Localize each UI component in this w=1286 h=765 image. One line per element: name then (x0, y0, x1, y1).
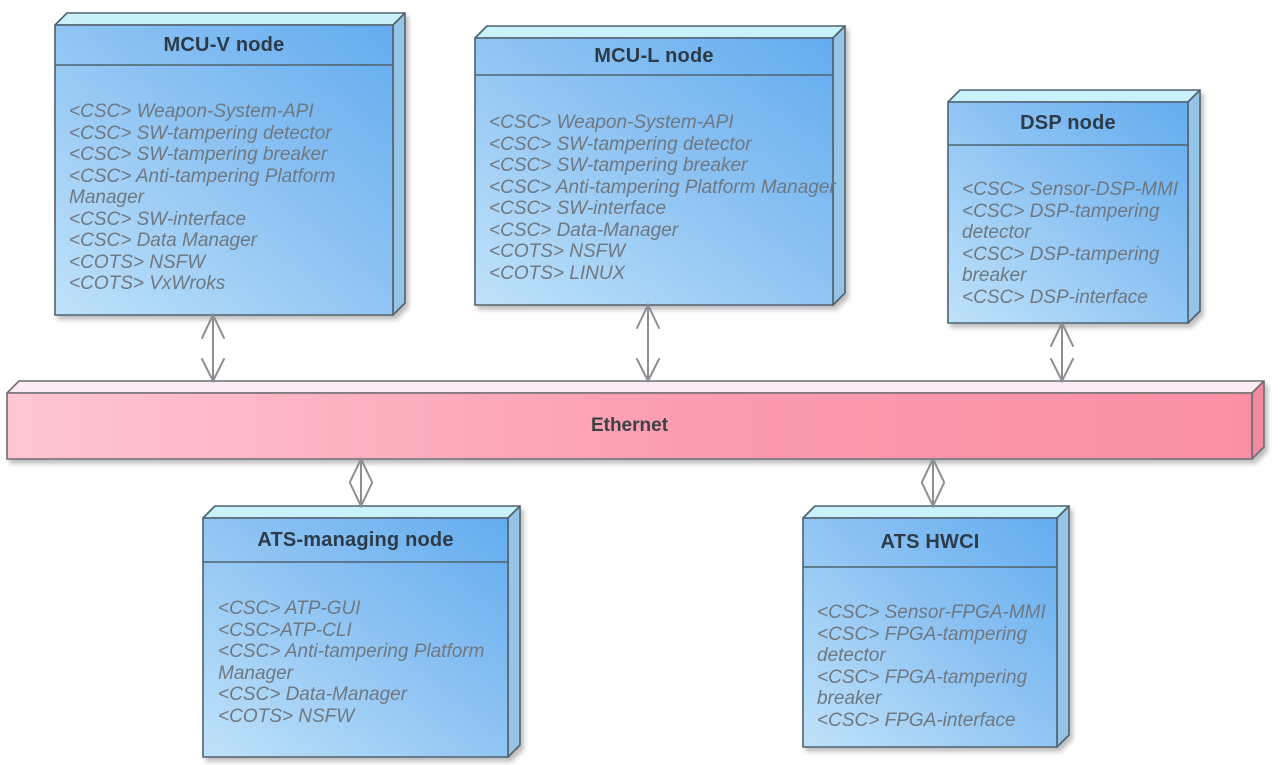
component-item: breaker (817, 688, 882, 709)
node-components-ats-managing: <CSC> ATP-GUI <CSC>ATP-CLI <CSC> Anti-ta… (218, 598, 504, 727)
node-components-dsp: <CSC> Sensor-DSP-MMI <CSC> DSP-tampering… (962, 179, 1184, 308)
node-front-face (54, 24, 394, 316)
component-item: <CSC> SW-interface (489, 198, 667, 219)
component-item: Manager (218, 662, 293, 684)
component-item: <CSC> FPGA-tampering (817, 666, 1028, 688)
component-item: <CSC> DSP-tampering (962, 243, 1160, 265)
component-item: <CSC> Sensor-DSP-MMI (962, 179, 1179, 200)
component-item: <CSC> ATP-GUI (218, 598, 361, 619)
component-item: breaker (962, 265, 1027, 286)
node-components-ats-hwci: <CSC> Sensor-FPGA-MMI <CSC> FPGA-tamperi… (817, 602, 1053, 731)
node-title-mcu-l: MCU-L node (594, 45, 714, 67)
component-item: <CSC>ATP-CLI (218, 619, 352, 641)
node-box-ats-managing (202, 505, 521, 758)
component-item: <CSC> FPGA-interface (817, 709, 1016, 731)
component-item: <CSC> Data-Manager (218, 684, 408, 705)
component-item: <CSC> DSP-interface (962, 286, 1148, 308)
node-components-mcu-l: <CSC> Weapon-System-API <CSC> SW-tamperi… (489, 112, 836, 284)
component-item: <COTS> NSFW (489, 241, 626, 262)
node-title-dsp: DSP node (1020, 112, 1116, 134)
node-top-face (202, 505, 521, 519)
node-side-face (392, 12, 406, 316)
component-item: <CSC> Data-Manager (489, 219, 679, 241)
component-item: Manager (69, 187, 144, 208)
node-top-face (474, 25, 846, 39)
component-item: <CSC> SW-tampering detector (489, 133, 752, 155)
component-item: <CSC> Sensor-FPGA-MMI (817, 602, 1046, 623)
ethernet-bus-front-face (6, 392, 1253, 460)
component-item: <CSC> Weapon-System-API (489, 112, 734, 133)
component-item: <CSC> Anti-tampering Platform (218, 641, 485, 662)
component-item: <COTS> NSFW (69, 251, 206, 273)
node-box-mcu-l (474, 25, 846, 306)
node-front-face (802, 517, 1058, 748)
component-item: <CSC> Weapon-System-API (69, 101, 314, 122)
connector-ethernet-ats-managing-arrow (349, 456, 373, 509)
ethernet-bus-side-face (1251, 380, 1265, 460)
component-item: <CSC> Data Manager (69, 230, 257, 251)
node-front-face (474, 37, 834, 306)
ethernet-bus-label: Ethernet (590, 415, 669, 436)
node-side-face (507, 505, 521, 758)
node-box-ats-hwci (802, 505, 1070, 748)
node-top-face (947, 89, 1201, 103)
component-item: <CSC> DSP-tampering (962, 200, 1160, 222)
ethernet-bus-box (6, 380, 1265, 460)
ethernet-bus-top-face (6, 380, 1265, 394)
connector-dsp-ethernet-arrow (1050, 320, 1074, 384)
node-box-dsp (947, 89, 1201, 324)
component-item: <CSC> Anti-tampering Platform (69, 165, 336, 187)
component-item: detector (817, 645, 886, 666)
node-box-mcu-v (54, 12, 406, 316)
node-title-ats-hwci: ATS HWCI (880, 531, 980, 553)
connector-mcu-l-ethernet-arrow (636, 302, 660, 384)
connector-mcu-v-ethernet-arrow (201, 312, 225, 384)
connector-ethernet-ats-hwci-arrow (921, 456, 945, 509)
component-item: <CSC> FPGA-tampering (817, 623, 1028, 645)
component-item: <CSC> SW-tampering detector (69, 122, 332, 144)
component-item: <CSC> SW-interface (69, 208, 247, 230)
node-top-face (802, 505, 1070, 519)
node-side-face (832, 25, 846, 306)
component-item: <COTS> VxWroks (69, 273, 226, 294)
node-title-mcu-v: MCU-V node (163, 33, 285, 56)
component-item: <CSC> Anti-tampering Platform Manager (489, 176, 836, 198)
component-item: detector (962, 222, 1031, 243)
node-top-face (54, 12, 406, 26)
node-front-face (202, 517, 509, 758)
node-side-face (1056, 505, 1070, 748)
node-side-face (1187, 89, 1201, 324)
component-item: <COTS> NSFW (218, 705, 355, 727)
node-title-ats-managing: ATS-managing node (257, 528, 454, 551)
component-item: <CSC> SW-tampering breaker (69, 144, 328, 165)
node-components-mcu-v: <CSC> Weapon-System-API <CSC> SW-tamperi… (69, 101, 389, 295)
component-item: <CSC> SW-tampering breaker (489, 155, 748, 176)
node-front-face (947, 101, 1189, 324)
component-item: <COTS> LINUX (489, 262, 626, 284)
